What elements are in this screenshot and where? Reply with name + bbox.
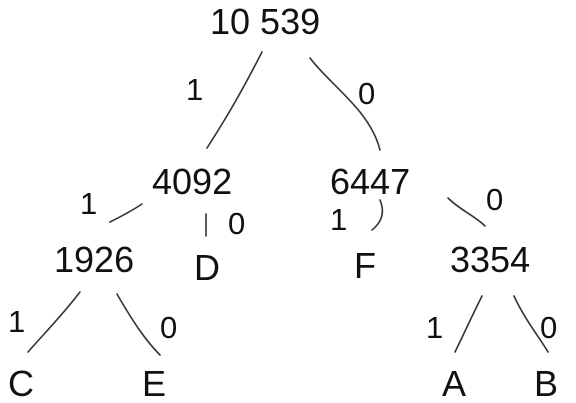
- edge-root-to-4092: [206, 51, 263, 149]
- node-value-3354: 3354: [450, 239, 531, 280]
- leaf-C: C: [8, 363, 34, 403]
- root-node-value: 10 539: [210, 1, 321, 42]
- edge-label-3354-right: 0: [540, 310, 558, 345]
- edge-root-to-6447: [309, 57, 381, 151]
- node-value-6447: 6447: [330, 161, 411, 202]
- node-value-1926: 1926: [54, 239, 135, 280]
- edge-label-1926-right: 0: [160, 310, 178, 345]
- edge-label-1926-left: 1: [8, 304, 26, 339]
- edge-3354-to-A: [454, 295, 483, 353]
- leaf-E: E: [142, 363, 167, 403]
- edge-label-6447-right: 0: [486, 182, 504, 217]
- edge-label-root-right: 0: [358, 76, 376, 111]
- edge-label-root-left: 1: [186, 72, 204, 107]
- edge-1926-to-C: [27, 291, 81, 353]
- edge-6447-to-3354: [447, 197, 486, 227]
- leaf-B: B: [534, 363, 559, 403]
- leaf-F: F: [354, 245, 376, 286]
- edge-label-3354-left: 1: [426, 310, 444, 345]
- leaf-A: A: [442, 363, 467, 403]
- edge-label-4092-right: 0: [228, 206, 246, 241]
- node-value-4092: 4092: [152, 161, 233, 202]
- edge-4092-to-1926: [109, 203, 143, 223]
- leaf-D: D: [194, 247, 220, 288]
- edge-label-6447-left: 1: [330, 202, 348, 237]
- edge-3354-to-B: [513, 295, 549, 353]
- edge-6447-to-F: [371, 199, 384, 231]
- edge-1926-to-E: [116, 293, 161, 356]
- edge-label-4092-left: 1: [80, 186, 98, 221]
